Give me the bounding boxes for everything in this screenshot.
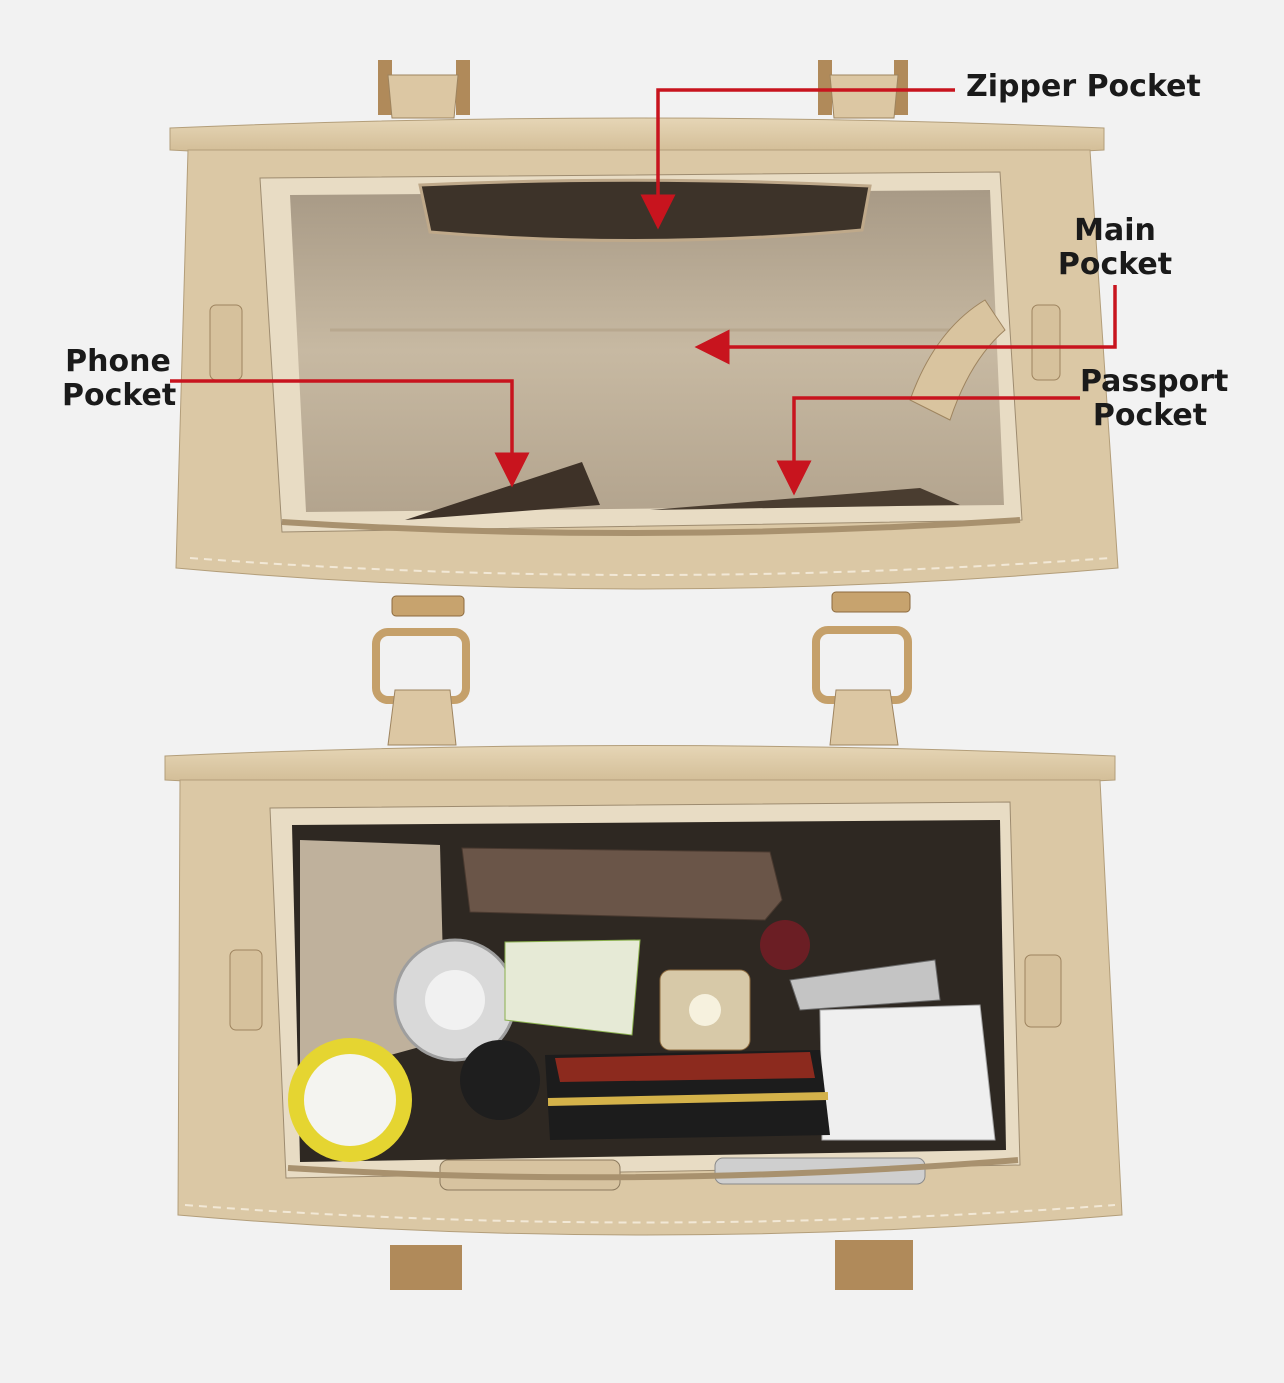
label-main-pocket: Main Pocket bbox=[1057, 213, 1173, 282]
arrow-main-pocket bbox=[694, 285, 1117, 365]
handle-top-right bbox=[818, 60, 908, 119]
label-zipper-pocket: Zipper Pocket bbox=[966, 69, 1201, 104]
label-phone-pocket: Phone Pocket bbox=[62, 344, 177, 413]
bag-top-empty bbox=[169, 60, 1119, 590]
arrow-phone-pocket bbox=[170, 379, 530, 488]
arrow-passport-pocket bbox=[776, 396, 1080, 496]
bag-bottom-filled bbox=[164, 591, 1123, 1290]
strap-connector-right bbox=[812, 591, 912, 746]
callout-arrows bbox=[170, 88, 1117, 496]
arrow-zipper-pocket bbox=[640, 88, 955, 230]
handle-top-left bbox=[378, 60, 470, 119]
label-passport-pocket: Passport Pocket bbox=[1080, 364, 1229, 433]
strap-connector-left bbox=[372, 595, 470, 746]
